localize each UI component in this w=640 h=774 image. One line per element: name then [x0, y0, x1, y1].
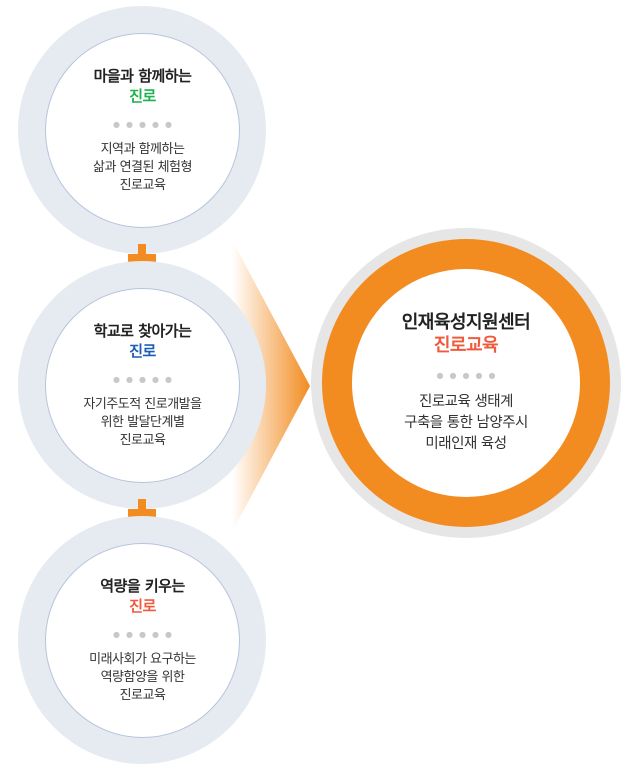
center-circle: 인재육성지원센터 진로교육 ●●●●● 진로교육 생태계 구축을 통한 남양주시…	[352, 269, 580, 497]
desc-line: 미래인재 육성	[425, 436, 507, 452]
dots-divider: ●●●●●	[113, 120, 178, 129]
dots-divider: ●●●●●	[436, 371, 502, 380]
center-title: 인재육성지원센터	[401, 312, 531, 333]
plus-icon	[128, 499, 156, 527]
highlight: 진로	[129, 87, 156, 105]
desc-line: 진로교육	[119, 178, 166, 193]
dots-divider: ●●●●●	[113, 630, 178, 639]
desc-line: 진로교육	[119, 433, 166, 448]
circle-village-inner: 마을과 함께하는 진로 ●●●●● 지역과 함께하는 삶과 연결된 체험형 진로…	[45, 33, 240, 228]
title: 마을과 함께하는	[93, 67, 192, 85]
highlight: 진로	[129, 342, 156, 360]
desc-line: 진로교육	[119, 688, 166, 703]
desc-line: 미래사회가 요구하는	[89, 652, 196, 667]
dots-divider: ●●●●●	[113, 375, 178, 384]
desc-line: 진로교육 생태계	[419, 394, 514, 410]
title: 학교로 찾아가는	[93, 322, 192, 340]
circle-school-inner: 학교로 찾아가는 진로 ●●●●● 자기주도적 진로개발을 위한 발달단계별 진…	[45, 288, 240, 483]
desc-line: 지역과 함께하는	[100, 142, 185, 157]
desc-line: 위한 발달단계별	[100, 415, 185, 430]
desc-line: 자기주도적 진로개발을	[83, 397, 202, 412]
desc-line: 역량함양을 위한	[100, 670, 185, 685]
arrow-icon	[232, 240, 310, 532]
title: 역량을 키우는	[100, 577, 185, 595]
circle-competency-inner: 역량을 키우는 진로 ●●●●● 미래사회가 요구하는 역량함양을 위한 진로교…	[45, 543, 240, 738]
center-highlight: 진로교육	[433, 335, 499, 356]
plus-icon	[128, 244, 156, 272]
highlight: 진로	[129, 597, 156, 615]
desc-line: 삶과 연결된 체험형	[93, 160, 192, 175]
desc-line: 구축을 통한 남양주시	[404, 415, 528, 431]
